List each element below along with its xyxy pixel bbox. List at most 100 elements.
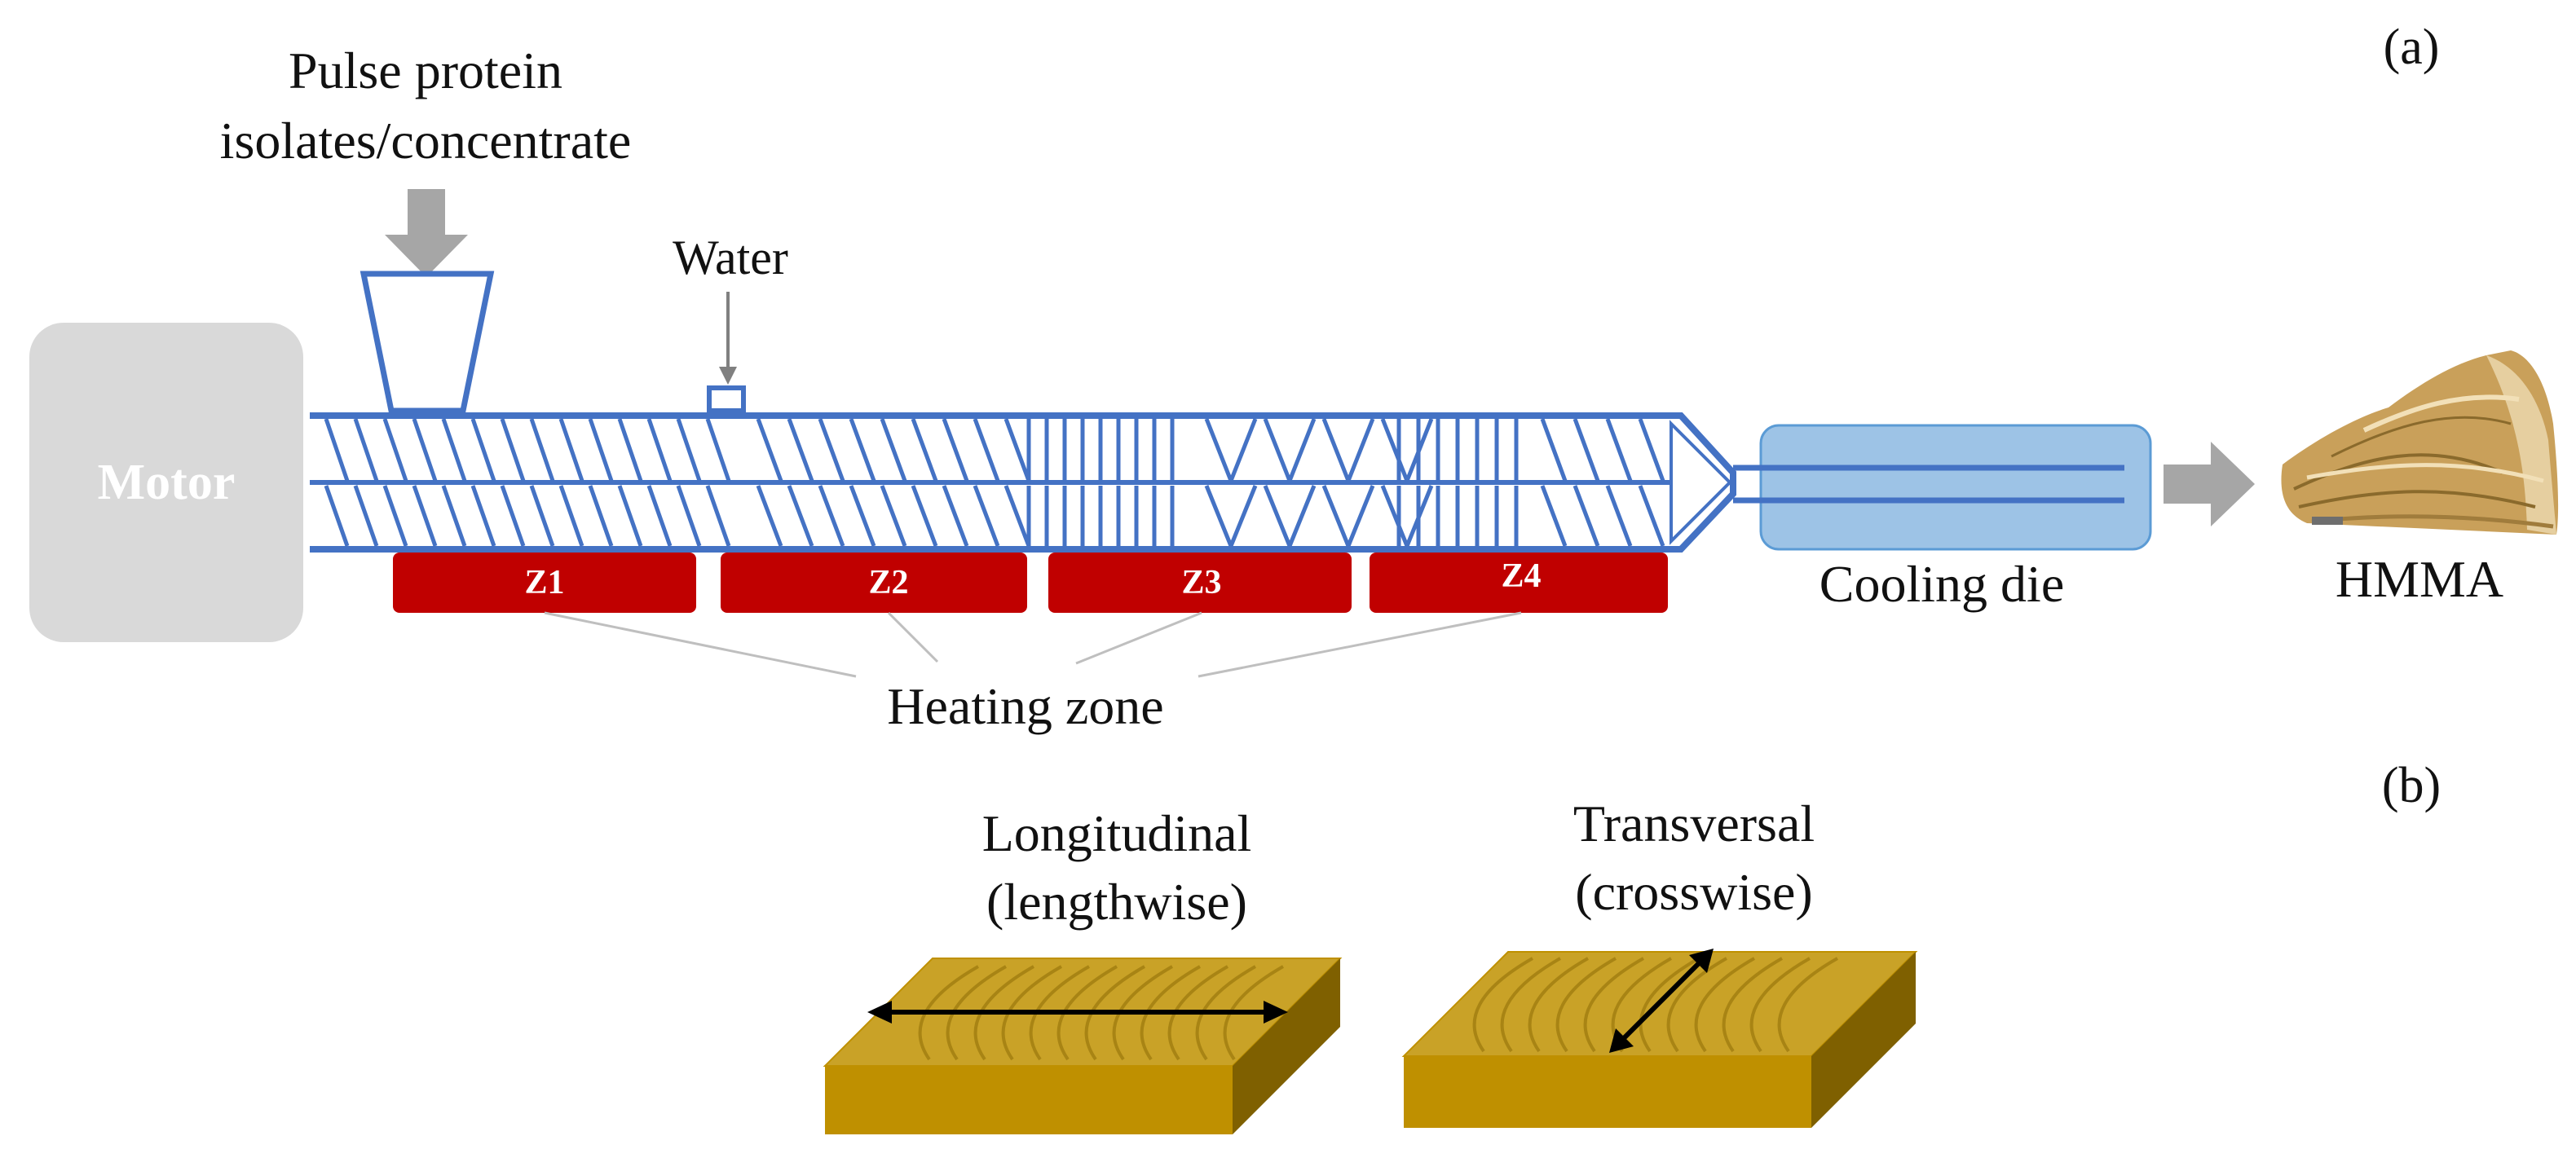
longitudinal-sample-block — [823, 958, 1343, 1134]
screw-flight — [646, 485, 673, 547]
fiber-line — [1749, 957, 1811, 1053]
zone-z1: Z1 — [393, 553, 696, 613]
motor-box — [29, 323, 303, 642]
screw-flight — [412, 418, 438, 482]
screw-flight — [558, 418, 584, 482]
transversal-sample-block — [1401, 949, 1918, 1128]
longitudinal-label-line1: Longitudinal — [982, 804, 1252, 862]
screw-flight — [324, 485, 350, 547]
fiber-pattern — [1472, 957, 1838, 1053]
screw-flight — [973, 485, 1000, 547]
input-label-line2: isolates/concentrate — [220, 112, 632, 170]
screw-flight — [1287, 485, 1317, 547]
screw-flight — [500, 418, 526, 482]
screw-flight — [973, 418, 1000, 482]
screw-flight — [470, 485, 496, 547]
screw-flight — [1321, 418, 1351, 482]
screw-flight — [1638, 418, 1665, 482]
cooling-die-label: Cooling die — [1820, 555, 2064, 613]
screw-flight — [1380, 418, 1409, 482]
panel-b-label: (b) — [2382, 758, 2441, 813]
screw-flight — [1346, 418, 1375, 482]
screw-flight — [849, 418, 876, 482]
water-inlet — [707, 385, 746, 413]
screw-flight — [353, 485, 379, 547]
fiber-line — [1722, 957, 1783, 1053]
double-arrow-icon — [867, 1001, 1288, 1024]
screw-flight — [705, 418, 731, 482]
fiber-line — [1555, 957, 1617, 1053]
double-arrow-icon — [1609, 949, 1714, 1053]
fiber-line — [1639, 957, 1700, 1053]
screw-flight — [756, 485, 783, 547]
screw-flight — [1573, 485, 1600, 547]
barrel-outline — [310, 412, 1736, 553]
heating-zone-label: Heating zone — [887, 677, 1163, 735]
cooling-die — [1733, 424, 2152, 551]
transversal-label-line2: (crosswise) — [1575, 863, 1812, 921]
screw-flight — [1003, 485, 1031, 547]
screw-flight — [529, 418, 555, 482]
fiber-line — [1500, 957, 1561, 1053]
screw-flight — [676, 418, 702, 482]
motor-label: Motor — [98, 455, 236, 510]
longitudinal-label-line2: (lengthwise) — [986, 873, 1247, 931]
barrel-tip — [1670, 420, 1732, 545]
zone-label: Z4 — [1501, 557, 1541, 595]
screw-flight — [1228, 485, 1258, 547]
fiber-line — [1472, 957, 1533, 1053]
screw-flight — [382, 485, 408, 547]
screw-flight — [588, 485, 614, 547]
feed-arrow-icon — [385, 189, 468, 277]
screw-flight — [382, 418, 408, 482]
screw-flight — [1380, 485, 1409, 547]
screw-flight — [1228, 418, 1258, 482]
screw-flight — [880, 485, 907, 547]
screw-flight — [911, 485, 938, 547]
water-arrow-icon — [719, 292, 737, 385]
screw-flight — [588, 418, 614, 482]
screw-flight — [1605, 485, 1633, 547]
fiber-line — [1777, 957, 1838, 1053]
screw-flight — [1573, 418, 1600, 482]
zone-label: Z2 — [868, 564, 908, 601]
screw-flight — [441, 418, 467, 482]
screw-flight — [1638, 485, 1665, 547]
fiber-line — [1583, 957, 1644, 1053]
screw-flight — [787, 485, 814, 547]
transversal-label-line1: Transversal — [1573, 795, 1815, 852]
screw-flight — [529, 485, 555, 547]
hmma-label: HMMA — [2336, 550, 2503, 608]
screw-flight — [818, 418, 845, 482]
fiber-line — [1528, 957, 1589, 1053]
zone-label: Z3 — [1181, 564, 1221, 601]
screw-flight — [324, 418, 350, 482]
screw-flight — [470, 418, 496, 482]
screw-flight — [1540, 418, 1568, 482]
zone-z3: Z3 — [1048, 553, 1352, 613]
panel-a-label: (a) — [2384, 20, 2440, 75]
screw-flight — [1263, 485, 1292, 547]
fiber-line — [1666, 957, 1727, 1053]
screw-flight — [818, 485, 845, 547]
hopper — [359, 271, 495, 414]
screw-flight — [705, 485, 731, 547]
motor: Motor — [29, 323, 303, 642]
screw-flight — [1287, 418, 1317, 482]
heating-zone-leaders — [544, 611, 1522, 678]
zone-label: Z1 — [524, 564, 564, 601]
screw-flight — [1605, 418, 1633, 482]
screw-flight — [1263, 418, 1292, 482]
screw-flight — [617, 485, 643, 547]
hmma-product-image — [2281, 350, 2559, 535]
screw-flight — [756, 418, 783, 482]
screw-flight — [1540, 485, 1568, 547]
screw-flight — [849, 485, 876, 547]
screw-flight — [942, 418, 969, 482]
heating-zones: Z1 Z2 Z3 Z4 — [393, 553, 1668, 613]
extruder-barrel — [310, 412, 1736, 553]
screw-flight — [617, 418, 643, 482]
screw-flight — [942, 485, 969, 547]
screw-lower — [324, 485, 1665, 547]
